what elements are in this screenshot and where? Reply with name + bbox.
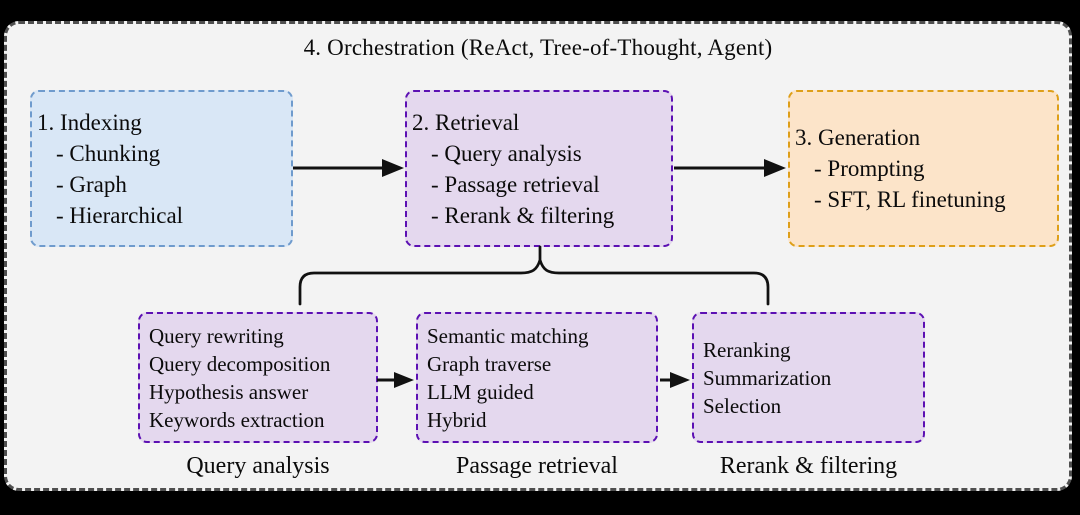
page-title: 4. Orchestration (ReAct, Tree-of-Thought… bbox=[303, 35, 773, 60]
pipeline-box-indexing: 1. Indexing - Chunking - Graph - Hierarc… bbox=[30, 90, 293, 247]
pipeline-box-generation: 3. Generation - Prompting - SFT, RL fine… bbox=[788, 90, 1059, 247]
box-item: - SFT, RL finetuning bbox=[814, 187, 1006, 212]
box-item: - Chunking bbox=[56, 140, 161, 166]
box-heading-retrieval: 2. Retrieval bbox=[412, 109, 520, 135]
sublabel-passage-retrieval: Passage retrieval bbox=[456, 453, 618, 479]
sublabel-rerank-filtering: Rerank & filtering bbox=[719, 453, 898, 479]
subbox-item: Hybrid bbox=[427, 407, 487, 432]
pipeline-box-retrieval: 2. Retrieval - Query analysis - Passage … bbox=[405, 90, 673, 247]
subbox-query-analysis: Query rewriting Query decomposition Hypo… bbox=[138, 312, 378, 443]
box-heading-generation: 3. Generation bbox=[795, 125, 921, 150]
box-item: - Passage retrieval bbox=[431, 171, 600, 197]
box-item: - Query analysis bbox=[431, 140, 582, 166]
subbox-item: Hypothesis answer bbox=[149, 379, 309, 404]
sublabel-query-analysis: Query analysis bbox=[186, 453, 330, 479]
box-item: - Prompting bbox=[814, 156, 925, 181]
box-item: - Hierarchical bbox=[56, 202, 184, 228]
subbox-item: LLM guided bbox=[427, 379, 534, 404]
subbox-rerank-filtering: Reranking Summarization Selection bbox=[692, 312, 925, 443]
subbox-item: Query decomposition bbox=[149, 351, 331, 376]
subbox-item: Keywords extraction bbox=[149, 407, 325, 432]
subbox-item: Selection bbox=[703, 393, 782, 418]
box-item: - Graph bbox=[56, 171, 127, 197]
box-item: - Rerank & filtering bbox=[431, 202, 615, 228]
subbox-item: Query rewriting bbox=[149, 323, 284, 348]
box-heading-indexing: 1. Indexing bbox=[37, 109, 142, 135]
subbox-passage-retrieval: Semantic matching Graph traverse LLM gui… bbox=[416, 312, 658, 443]
subbox-item: Graph traverse bbox=[427, 351, 552, 376]
subbox-item: Reranking bbox=[703, 337, 791, 362]
subbox-item: Summarization bbox=[703, 365, 832, 390]
subbox-item: Semantic matching bbox=[427, 323, 589, 348]
